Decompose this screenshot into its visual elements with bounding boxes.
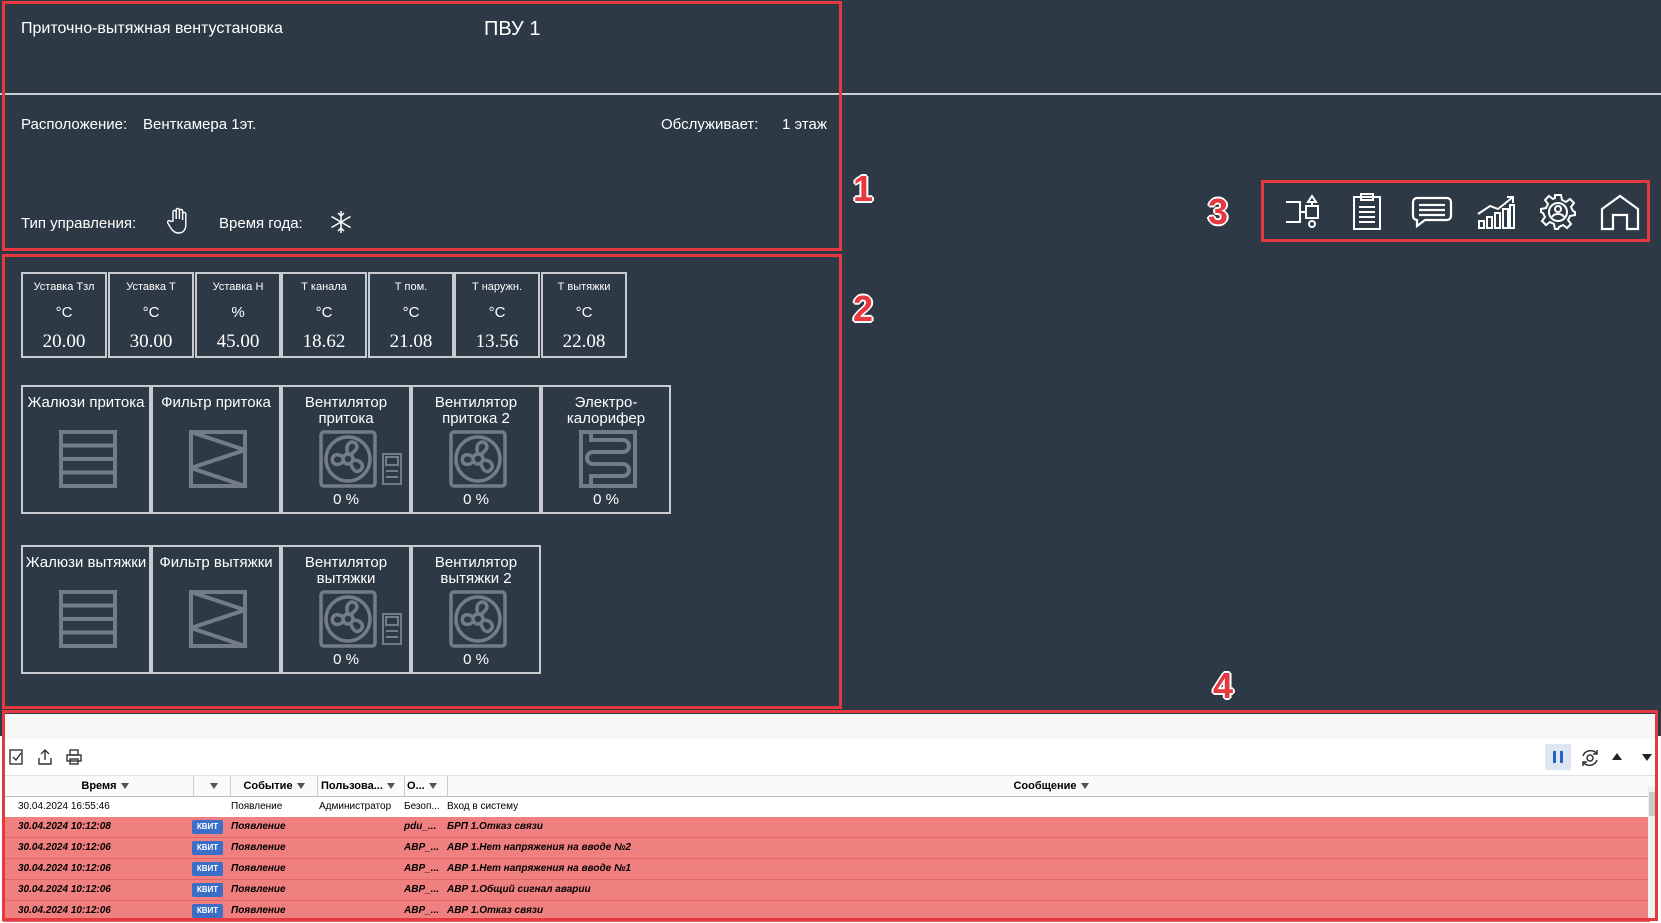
- column-ack[interactable]: [194, 776, 231, 796]
- serves-value: 1 этаж: [782, 116, 827, 133]
- annotation-marker-2: 2: [853, 288, 874, 329]
- control-type-label: Тип управления:: [21, 215, 137, 232]
- refresh-icon[interactable]: [1579, 747, 1601, 769]
- annotation-box-3: [1261, 180, 1650, 242]
- settings-icon: [1540, 194, 1576, 230]
- hand-icon[interactable]: [166, 207, 189, 240]
- supply-damper[interactable]: Жалюзи притока: [21, 385, 151, 514]
- trend-chart-icon: [1477, 196, 1515, 229]
- messages-button[interactable]: [1410, 190, 1454, 234]
- table-row[interactable]: 30.04.2024 10:12:06 КВИТ Появление АВР_.…: [3, 880, 1650, 901]
- report-button[interactable]: [1345, 190, 1389, 234]
- page-title: Приточно-вытяжная вентустановка: [21, 20, 283, 37]
- ack-button[interactable]: КВИТ: [192, 883, 223, 897]
- location-label: Расположение:: [21, 116, 128, 133]
- arrow-down-icon[interactable]: [1640, 750, 1654, 764]
- home-icon: [1600, 194, 1640, 231]
- supply-filter[interactable]: Фильтр притока: [151, 385, 281, 514]
- supply-fan-2[interactable]: Вентилятор притока 2 0 %: [411, 385, 541, 514]
- main-panel: [0, 0, 1661, 736]
- ack-button[interactable]: КВИТ: [192, 820, 223, 834]
- drive-icon: [382, 613, 402, 645]
- pause-button[interactable]: [1545, 744, 1571, 770]
- table-row[interactable]: 30.04.2024 10:12:08 КВИТ Появление pdu_.…: [3, 817, 1650, 838]
- acknowledge-icon[interactable]: [8, 748, 26, 766]
- event-log-toolbar: [3, 739, 1656, 776]
- fan-icon: [319, 590, 377, 648]
- fan-icon: [449, 590, 507, 648]
- column-user[interactable]: Пользова...: [318, 776, 405, 796]
- table-row[interactable]: 30.04.2024 10:12:06 КВИТ Появление АВР_.…: [3, 859, 1650, 880]
- drive-icon: [382, 453, 402, 485]
- clipboard-icon: [1353, 193, 1381, 230]
- scheme-icon: [1286, 194, 1319, 228]
- fan-icon: [319, 430, 377, 488]
- exhaust-damper[interactable]: Жалюзи вытяжки: [21, 545, 151, 674]
- print-icon[interactable]: [65, 748, 83, 766]
- annotation-marker-3: 3: [1208, 191, 1229, 232]
- filter-icon: [189, 590, 247, 648]
- table-row[interactable]: 30.04.2024 10:12:06 КВИТ Появление АВР_.…: [3, 901, 1650, 922]
- column-object[interactable]: О...: [405, 776, 448, 796]
- exhaust-fan-2[interactable]: Вентилятор вытяжки 2 0 %: [411, 545, 541, 674]
- damper-icon: [59, 590, 117, 648]
- exhaust-filter[interactable]: Фильтр вытяжки: [151, 545, 281, 674]
- settings-button[interactable]: [1536, 190, 1580, 234]
- table-row[interactable]: 30.04.2024 10:12:06 КВИТ Появление АВР_.…: [3, 838, 1650, 859]
- ack-button[interactable]: КВИТ: [192, 841, 223, 855]
- exhaust-fan-1[interactable]: Вентилятор вытяжки 0 %: [281, 545, 411, 674]
- table-row[interactable]: 30.04.2024 16:55:46 Появление Администра…: [3, 797, 1650, 817]
- damper-icon: [59, 430, 117, 488]
- supply-heater[interactable]: Электро-калорифер 0 %: [541, 385, 671, 514]
- param-tile[interactable]: Уставка Н%45.00: [195, 272, 281, 358]
- unit-name: ПВУ 1: [484, 18, 541, 40]
- column-message[interactable]: Сообщение: [448, 776, 1654, 796]
- serves-label: Обслуживает:: [661, 116, 759, 133]
- heater-icon: [579, 430, 637, 488]
- annotation-box-2: [2, 254, 842, 709]
- scheme-button[interactable]: [1280, 190, 1324, 234]
- export-icon[interactable]: [36, 748, 54, 766]
- annotation-marker-4: 4: [1213, 665, 1234, 706]
- scrollbar-thumb[interactable]: [1649, 792, 1657, 816]
- fan-icon: [449, 430, 507, 488]
- column-event[interactable]: Событие: [231, 776, 318, 796]
- supply-fan-1[interactable]: Вентилятор притока 0 %: [281, 385, 411, 514]
- annotation-box-4: [2, 710, 1658, 921]
- ack-button[interactable]: КВИТ: [192, 904, 223, 918]
- annotation-box-1: [2, 1, 842, 251]
- column-time[interactable]: Время: [17, 776, 194, 796]
- ack-button[interactable]: КВИТ: [192, 862, 223, 876]
- messages-icon: [1411, 196, 1453, 229]
- pause-icon: [1553, 751, 1563, 763]
- arrow-up-icon[interactable]: [1610, 750, 1624, 764]
- trends-button[interactable]: [1474, 190, 1518, 234]
- snowflake-icon: [329, 210, 353, 239]
- season-label: Время года:: [219, 215, 303, 232]
- annotation-marker-1: 1: [853, 168, 874, 209]
- event-log-header: Время Событие Пользова... О... Сообщение: [3, 776, 1654, 797]
- home-button[interactable]: [1598, 190, 1642, 234]
- location-value: Венткамера 1эт.: [143, 116, 257, 133]
- filter-icon: [189, 430, 247, 488]
- header-divider: [0, 93, 1661, 95]
- scrollbar[interactable]: [1648, 786, 1658, 920]
